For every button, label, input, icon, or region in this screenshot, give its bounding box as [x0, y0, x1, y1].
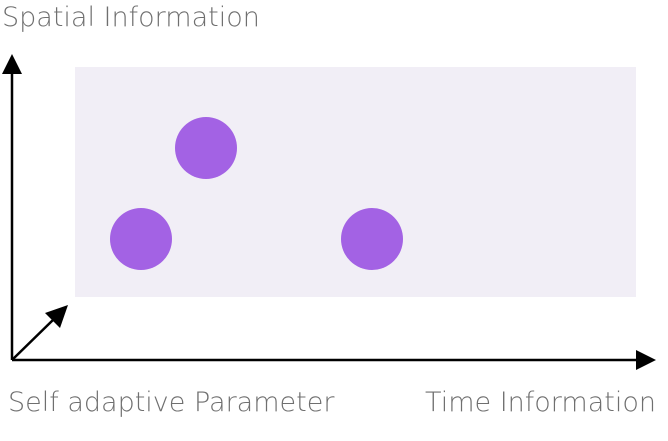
data-dot [110, 208, 172, 270]
x-axis-arrowhead [636, 350, 656, 370]
y-axis-arrowhead [2, 54, 22, 74]
diagonal-axis-label: Self adaptive Parameter [8, 387, 335, 418]
data-dot [341, 208, 403, 270]
diagonal-axis-arrowhead [45, 305, 68, 328]
diagonal-axis [11, 317, 56, 361]
y-axis-label: Spatial Information [2, 2, 260, 33]
x-axis-label: Time Information [425, 387, 656, 418]
data-dot [175, 117, 237, 179]
